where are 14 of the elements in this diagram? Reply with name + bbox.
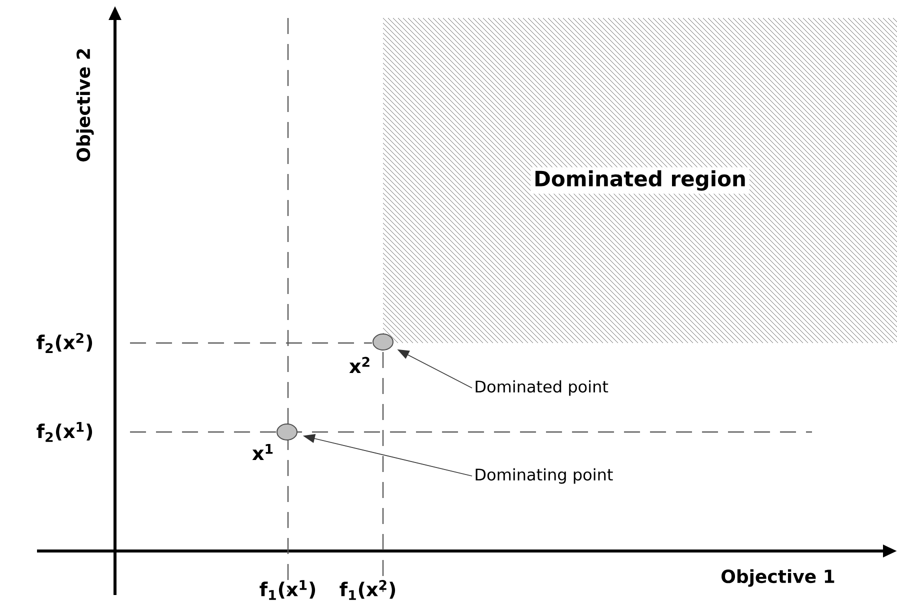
callout-text: Dominating point <box>476 468 613 484</box>
point-label: x$^{1}$ <box>252 444 273 460</box>
tick-label: f$_{1}$(x$^{2}$) <box>340 580 396 600</box>
callout-text: Dominated point <box>476 380 608 396</box>
point-label: x$^{2}$ <box>349 356 370 374</box>
node-label: Dominated region <box>535 170 745 191</box>
tick-label: f$_{2}$(x$^{1}$) <box>36 422 92 442</box>
tick-label: f$_{1}$(x$^{1}$) <box>260 580 316 600</box>
point-marker <box>372 333 394 350</box>
tick-label: f$_{2}$(x$^{2}$) <box>36 332 92 354</box>
axis-title: Objective 2 <box>76 49 94 162</box>
axis-title: Objective 1 <box>722 569 834 587</box>
dominated-region: Dominated region <box>383 18 897 343</box>
point-marker <box>276 423 298 440</box>
